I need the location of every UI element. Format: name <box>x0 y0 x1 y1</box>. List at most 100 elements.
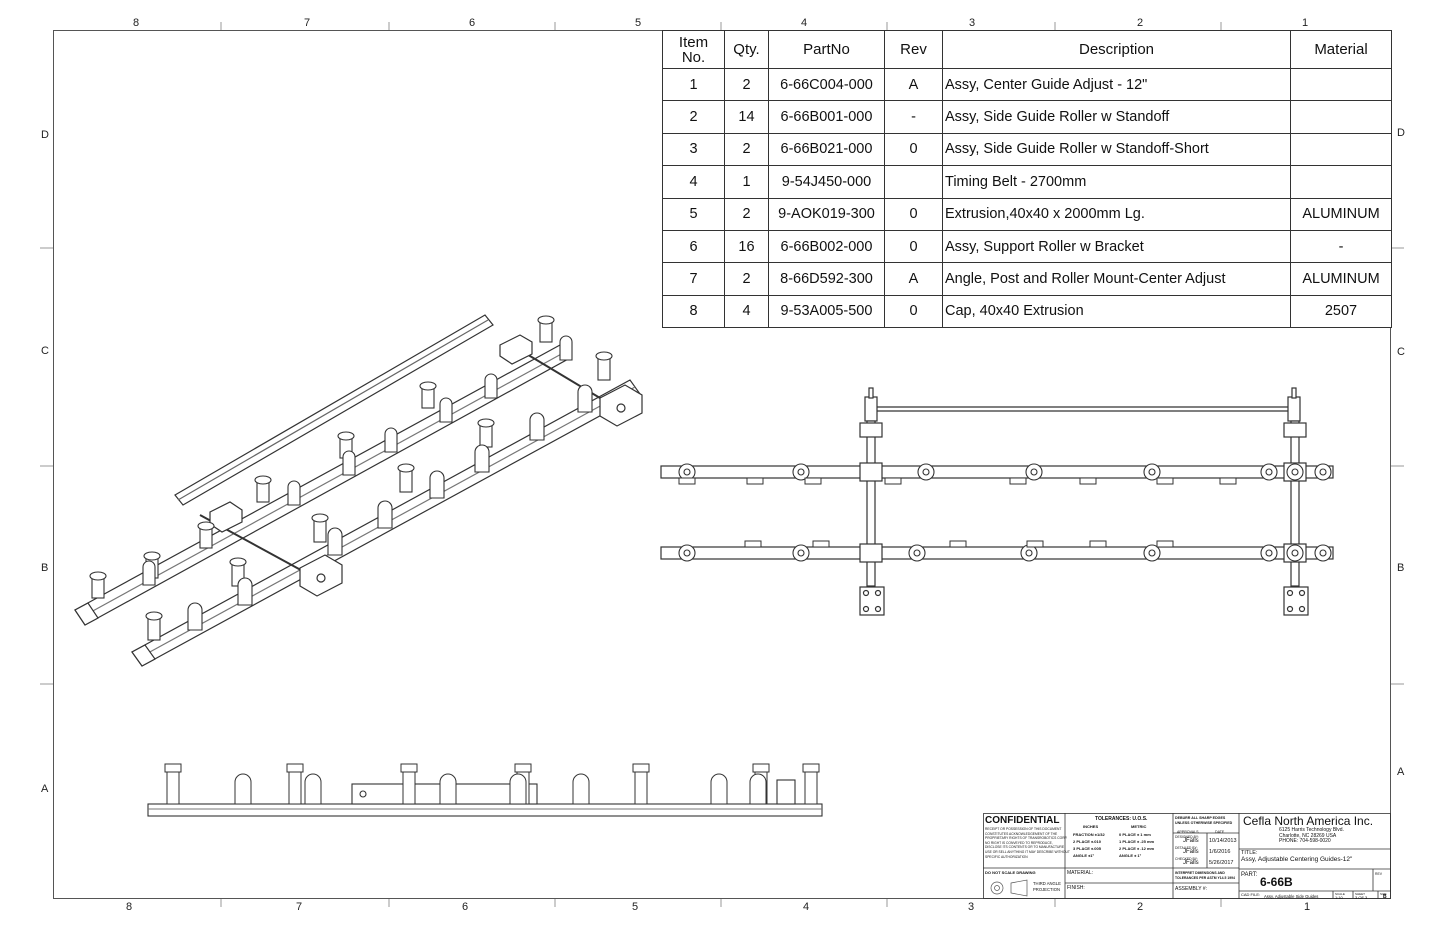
bom-rev: 0 <box>884 197 943 231</box>
support-brackets-upper <box>142 335 573 586</box>
bom-partno: 9-53A005-500 <box>768 294 885 329</box>
bom-rev: 0 <box>884 294 943 329</box>
bom-item: 4 <box>662 165 725 199</box>
bom-header-partno: PartNo <box>768 30 885 69</box>
checked-by-label: CHECKED BY: <box>1175 857 1198 861</box>
lower-rail <box>660 546 1334 560</box>
bom-rev: - <box>884 100 943 134</box>
bom-rev <box>884 165 943 199</box>
zone-top-2: 2 <box>1137 17 1144 29</box>
bom-qty: 1 <box>724 165 769 199</box>
bom-item: 6 <box>662 229 725 264</box>
bom-qty: 2 <box>724 262 769 296</box>
zone-bottom-7: 7 <box>296 901 303 913</box>
bom-rev: 0 <box>884 229 943 264</box>
company-address: 6125 Harris Technology Blvd. Charlotte, … <box>1279 827 1344 844</box>
zone-top-7: 7 <box>304 17 311 29</box>
bom-partno: 6-66B001-000 <box>768 100 885 134</box>
top-view-rollers <box>678 463 1332 562</box>
bom-qty: 2 <box>724 197 769 231</box>
bom-rev: 0 <box>884 132 943 167</box>
bom-item: 7 <box>662 262 725 296</box>
zone-top-8: 8 <box>133 17 140 29</box>
tol-metric-heading: METRIC <box>1131 824 1147 829</box>
bom-material <box>1290 100 1392 134</box>
bom-description: Assy, Side Guide Roller w Standoff <box>942 100 1291 134</box>
designed-by: JFalls <box>1183 838 1199 844</box>
sheet-label: SHEET <box>1355 892 1366 896</box>
part-number: 6-66B <box>1260 875 1293 889</box>
confidential-heading: CONFIDENTIAL <box>985 815 1060 826</box>
isometric-view <box>74 314 643 667</box>
detailed-by: JFalls <box>1183 849 1199 855</box>
assembly-label: ASSEMBLY #: <box>1175 886 1208 892</box>
zone-top-5: 5 <box>635 17 642 29</box>
tol-inches-heading: INCHES <box>1083 824 1099 829</box>
top-view-brackets <box>678 477 1237 548</box>
tol-metric-values: 0 PLACE ± 1 mm 1 PLACE ± .25 mm 2 PLACE … <box>1119 832 1155 858</box>
bom-qty: 16 <box>724 229 769 264</box>
top-view <box>660 387 1334 616</box>
zone-right-b: B <box>1397 562 1405 574</box>
bom-partno: 9-54J450-000 <box>768 165 885 199</box>
size-value: B <box>1383 894 1387 900</box>
zone-bottom-1: 1 <box>1304 901 1311 913</box>
bom-description: Angle, Post and Roller Mount-Center Adju… <box>942 262 1291 296</box>
bom-item: 3 <box>662 132 725 167</box>
tolerances-title: TOLERANCES: U.O.S. <box>1095 816 1148 822</box>
center-post-right <box>1290 420 1300 587</box>
bom-material <box>1290 132 1392 167</box>
scale-label: SCALE <box>1335 892 1345 896</box>
sheet-value: 3 OF 3 <box>1355 895 1368 900</box>
bom-header-material: Material <box>1290 30 1392 69</box>
tol-inches-values: FRACTION ±1/32 2 PLACE ±.010 3 PLACE ±.0… <box>1073 832 1105 858</box>
checked-date: 5/26/2017 <box>1209 860 1234 866</box>
zone-right-a: A <box>1397 766 1405 778</box>
zone-bottom-5: 5 <box>632 901 639 913</box>
zone-right-c: C <box>1397 346 1405 358</box>
projection-label: THIRD ANGLE PROJECTION <box>1033 881 1061 892</box>
bom-material: 2507 <box>1290 294 1392 329</box>
bom-rev: A <box>884 262 943 296</box>
bom-rev: A <box>884 67 943 102</box>
finish-label: FINISH: <box>1067 885 1085 891</box>
bom-material <box>1290 67 1392 102</box>
zone-right-d: D <box>1397 127 1405 139</box>
zone-bottom-8: 8 <box>126 901 133 913</box>
bom-partno: 6-66B021-000 <box>768 132 885 167</box>
bom-material <box>1290 165 1392 199</box>
bom-partno: 8-66D592-300 <box>768 262 885 296</box>
designed-by-label: DESIGNED BY: <box>1175 835 1199 839</box>
cad-file-label: CAD FILE: <box>1241 892 1261 897</box>
bom-description: Timing Belt - 2700mm <box>942 165 1291 199</box>
detailed-by-label: DETAILED BY: <box>1175 846 1198 850</box>
approvals-label: APPROVALS <box>1177 830 1199 834</box>
material-label: MATERIAL: <box>1067 870 1094 876</box>
zone-left-a: A <box>41 783 49 795</box>
bom-partno: 6-66C004-000 <box>768 67 885 102</box>
bom-item: 1 <box>662 67 725 102</box>
cad-file: Assy, Adjustable Side Guides <box>1264 894 1319 899</box>
bom-header-description: Description <box>942 30 1291 69</box>
detailed-date: 1/6/2016 <box>1209 849 1231 855</box>
side-view-brackets <box>234 773 767 805</box>
upper-rail <box>660 465 1334 479</box>
deburr-note: DEBURR ALL SHARP EDGES UNLESS OTHERWISE … <box>1175 816 1233 825</box>
bom-qty: 4 <box>724 294 769 329</box>
rev-label: REV <box>1375 872 1382 876</box>
bom-qty: 2 <box>724 67 769 102</box>
bom-description: Assy, Center Guide Adjust - 12" <box>942 67 1291 102</box>
bom-material: - <box>1290 229 1392 264</box>
zone-top-3: 3 <box>969 17 976 29</box>
zone-left-c: C <box>41 345 49 357</box>
size-label: SIZE <box>1380 892 1387 896</box>
checked-by: JFalls <box>1183 860 1199 866</box>
